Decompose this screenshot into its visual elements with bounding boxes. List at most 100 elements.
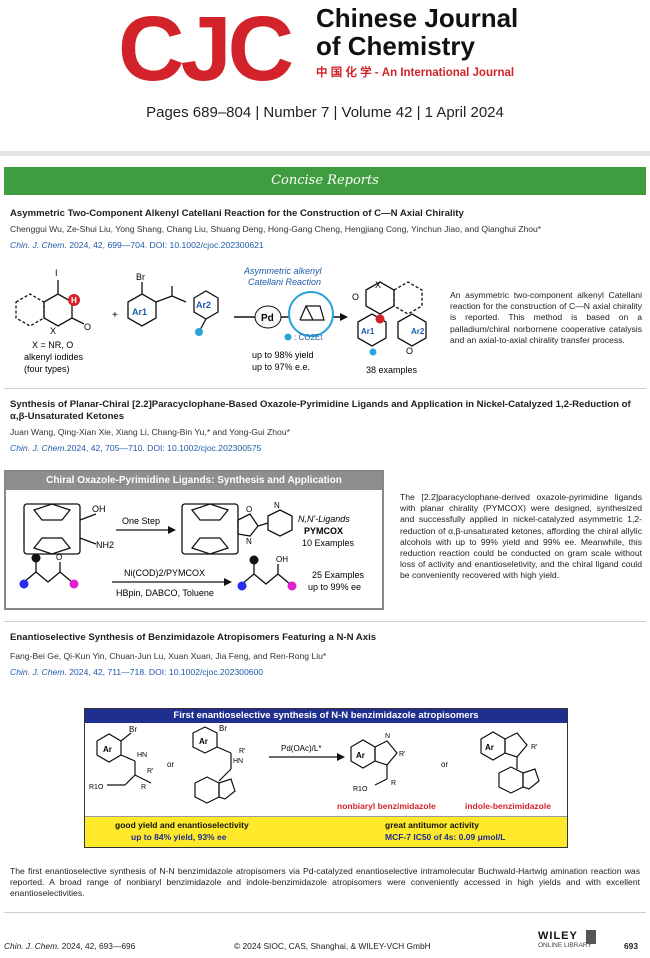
wiley-logo[interactable]: WILEY ONLINE LIBRARY bbox=[538, 930, 600, 956]
article-abstract: The first enantioselective synthesis of … bbox=[10, 866, 640, 899]
journal-title-line1: Chinese Journal bbox=[316, 3, 519, 33]
toc-graphic-3: First enantioselective synthesis of N-N … bbox=[84, 708, 568, 848]
toc3-rprime-b: R' bbox=[239, 748, 245, 755]
article-abstract: The [2.2]paracyclophane-derived oxazole-… bbox=[400, 492, 642, 581]
svg-text:Ar2: Ar2 bbox=[411, 327, 425, 336]
toc2-oh: OH bbox=[92, 504, 106, 514]
toc2-product-oh: OH bbox=[276, 555, 288, 564]
toc-graphic-1: H I X O X = NR, O alkenyl iodides (four … bbox=[6, 262, 438, 380]
toc2-ligand-name: PYMCOX bbox=[304, 526, 343, 536]
journal-abbrev: Chin. J. Chem. bbox=[10, 443, 67, 453]
article-abstract: An asymmetric two-component alkenyl Cate… bbox=[450, 290, 642, 345]
toc3-r-c: R bbox=[391, 780, 396, 787]
toc2-conditions-bottom: HBpin, DABCO, Toluene bbox=[116, 588, 214, 598]
article-title[interactable]: Enantioselective Synthesis of Benzimidaz… bbox=[10, 632, 377, 643]
cjc-logo-icon: CJC bbox=[118, 0, 296, 100]
svg-text:O: O bbox=[246, 505, 252, 514]
toc3-rprime-a: R' bbox=[147, 768, 153, 775]
svg-text:X: X bbox=[375, 280, 381, 290]
toc2-header: Chiral Oxazole-Pyrimidine Ligands: Synth… bbox=[6, 472, 382, 490]
page-number: 693 bbox=[624, 941, 638, 951]
toc2-result-1: 25 Examples bbox=[312, 570, 365, 580]
article-authors: Fang-Bei Ge, Qi-Kun Yin, Chuan-Jun Lu, X… bbox=[10, 651, 327, 661]
toc3-footer-left-1: good yield and enantioselectivity bbox=[115, 820, 249, 830]
toc3-footer-right-1: great antitumor activity bbox=[385, 820, 479, 830]
toc1-label-x: X = NR, O bbox=[32, 340, 73, 350]
toc3-or-b: or bbox=[441, 760, 448, 769]
wiley-logo-sub: ONLINE LIBRARY bbox=[538, 942, 592, 949]
toc3-ar-c: Ar bbox=[356, 751, 365, 760]
article-citation[interactable]: Chin. J. Chem.2024, 42, 705—710. DOI: 10… bbox=[10, 443, 261, 453]
svg-text:H: H bbox=[71, 296, 77, 305]
footer-journal: Chin. J. Chem. bbox=[4, 941, 60, 951]
toc3-br-a: Br bbox=[129, 725, 137, 734]
journal-logo: CJC bbox=[118, 0, 303, 100]
toc3-label-indole: indole-benzimidazole bbox=[465, 801, 551, 811]
journal-tagline: 中 国 化 学 - An International Journal bbox=[316, 67, 515, 79]
toc3-r1o-c: R1O bbox=[353, 786, 368, 793]
toc1-ar1: Ar1 bbox=[132, 307, 147, 317]
toc2-ligand-examples: 10 Examples bbox=[302, 538, 355, 548]
article-separator bbox=[4, 388, 646, 389]
toc3-br-b: Br bbox=[219, 724, 227, 733]
svg-text:N: N bbox=[246, 537, 252, 546]
toc1-yield: up to 98% yield bbox=[252, 350, 314, 360]
toc1-ar2: Ar2 bbox=[196, 300, 211, 310]
toc3-label-nonbiaryl: nonbiaryl benzimidazole bbox=[337, 801, 436, 811]
svg-text:N: N bbox=[274, 501, 280, 510]
toc2-nh2: NH2 bbox=[96, 540, 114, 550]
footer-citation: Chin. J. Chem. 2024, 42, 693—696 bbox=[4, 941, 135, 951]
toc2-ketone-o: O bbox=[56, 553, 62, 562]
footer-citation-text: 2024, 42, 693—696 bbox=[61, 941, 136, 951]
toc3-footer-left-2: up to 84% yield, 93% ee bbox=[131, 832, 227, 842]
toc1-label-iodides: alkenyl iodides bbox=[24, 352, 84, 362]
toc3-ar-b: Ar bbox=[199, 737, 208, 746]
toc3-r1o-a: R1O bbox=[89, 784, 104, 791]
book-icon bbox=[586, 930, 596, 944]
toc1-plus: + bbox=[112, 310, 118, 321]
article-title-line2[interactable]: α,β-Unsaturated Ketones bbox=[10, 411, 125, 422]
toc1-label-types: (four types) bbox=[24, 364, 70, 374]
toc3-footer-right-2: MCF-7 IC50 of 4s: 0.09 μmol/L bbox=[385, 832, 506, 842]
toc2-conditions-top: Ni(COD)2/PYMCOX bbox=[124, 568, 205, 578]
svg-text:O: O bbox=[406, 346, 413, 356]
toc3-ar-a: Ar bbox=[103, 745, 112, 754]
svg-text:Ar1: Ar1 bbox=[361, 327, 375, 336]
toc-graphic-2: Chiral Oxazole-Pyrimidine Ligands: Synth… bbox=[4, 470, 384, 610]
toc3-rprime-c: R' bbox=[399, 751, 405, 758]
toc3-rprime-d: R' bbox=[531, 744, 537, 751]
toc3-catalyst: Pd(OAc)/L* bbox=[281, 744, 321, 753]
toc3-or-a: or bbox=[167, 760, 174, 769]
toc3-hn-a: HN bbox=[137, 752, 147, 759]
article-title[interactable]: Synthesis of Planar-Chiral [2.2]Paracycl… bbox=[10, 399, 631, 410]
toc1-catalyst: Pd bbox=[261, 313, 274, 324]
toc2-result-2: up to 99% ee bbox=[308, 582, 361, 592]
footer-copyright: © 2024 SIOC, CAS, Shanghai, & WILEY-VCH … bbox=[234, 941, 431, 951]
article-authors: Juan Wang, Qing-Xian Xie, Xiang Li, Chan… bbox=[10, 427, 290, 437]
toc1-ester: : CO2Et bbox=[294, 333, 323, 342]
footer-separator bbox=[4, 912, 646, 913]
toc3-header: First enantioselective synthesis of N-N … bbox=[85, 709, 567, 723]
svg-text:I: I bbox=[55, 268, 58, 278]
issue-line: Pages 689–804 | Number 7 | Volume 42 | 1… bbox=[146, 104, 504, 121]
article-citation[interactable]: Chin. J. Chem. 2024, 42, 711—718. DOI: 1… bbox=[10, 667, 263, 677]
citation-doi[interactable]: 2024, 42, 705—710. DOI: 10.1002/cjoc.202… bbox=[66, 443, 262, 453]
journal-abbrev: Chin. J. Chem. bbox=[10, 667, 67, 677]
article-title[interactable]: Asymmetric Two-Component Alkenyl Catella… bbox=[10, 208, 464, 219]
svg-text:O: O bbox=[84, 322, 91, 332]
toc1-examples: 38 examples bbox=[366, 365, 418, 375]
toc1-arrow-title-1: Asymmetric alkenyl bbox=[243, 266, 323, 276]
section-banner: Concise Reports bbox=[4, 167, 646, 195]
citation-doi[interactable]: 2024, 42, 699—704. DOI: 10.1002/cjoc.202… bbox=[69, 240, 264, 250]
toc3-footer: good yield and enantioselectivity up to … bbox=[85, 816, 567, 847]
article-citation[interactable]: Chin. J. Chem. 2024, 42, 699—704. DOI: 1… bbox=[10, 240, 264, 250]
citation-doi[interactable]: 2024, 42, 711—718. DOI: 10.1002/cjoc.202… bbox=[69, 667, 264, 677]
toc3-n-c: N bbox=[385, 733, 390, 740]
toc2-one-step: One Step bbox=[122, 516, 160, 526]
logo-text: CJC bbox=[118, 4, 292, 92]
article-separator bbox=[4, 621, 646, 622]
label-x-atom: X bbox=[50, 326, 56, 336]
toc3-hn-b: HN bbox=[233, 758, 243, 765]
journal-abbrev: Chin. J. Chem. bbox=[10, 240, 67, 250]
wiley-logo-text: WILEY bbox=[538, 930, 578, 942]
